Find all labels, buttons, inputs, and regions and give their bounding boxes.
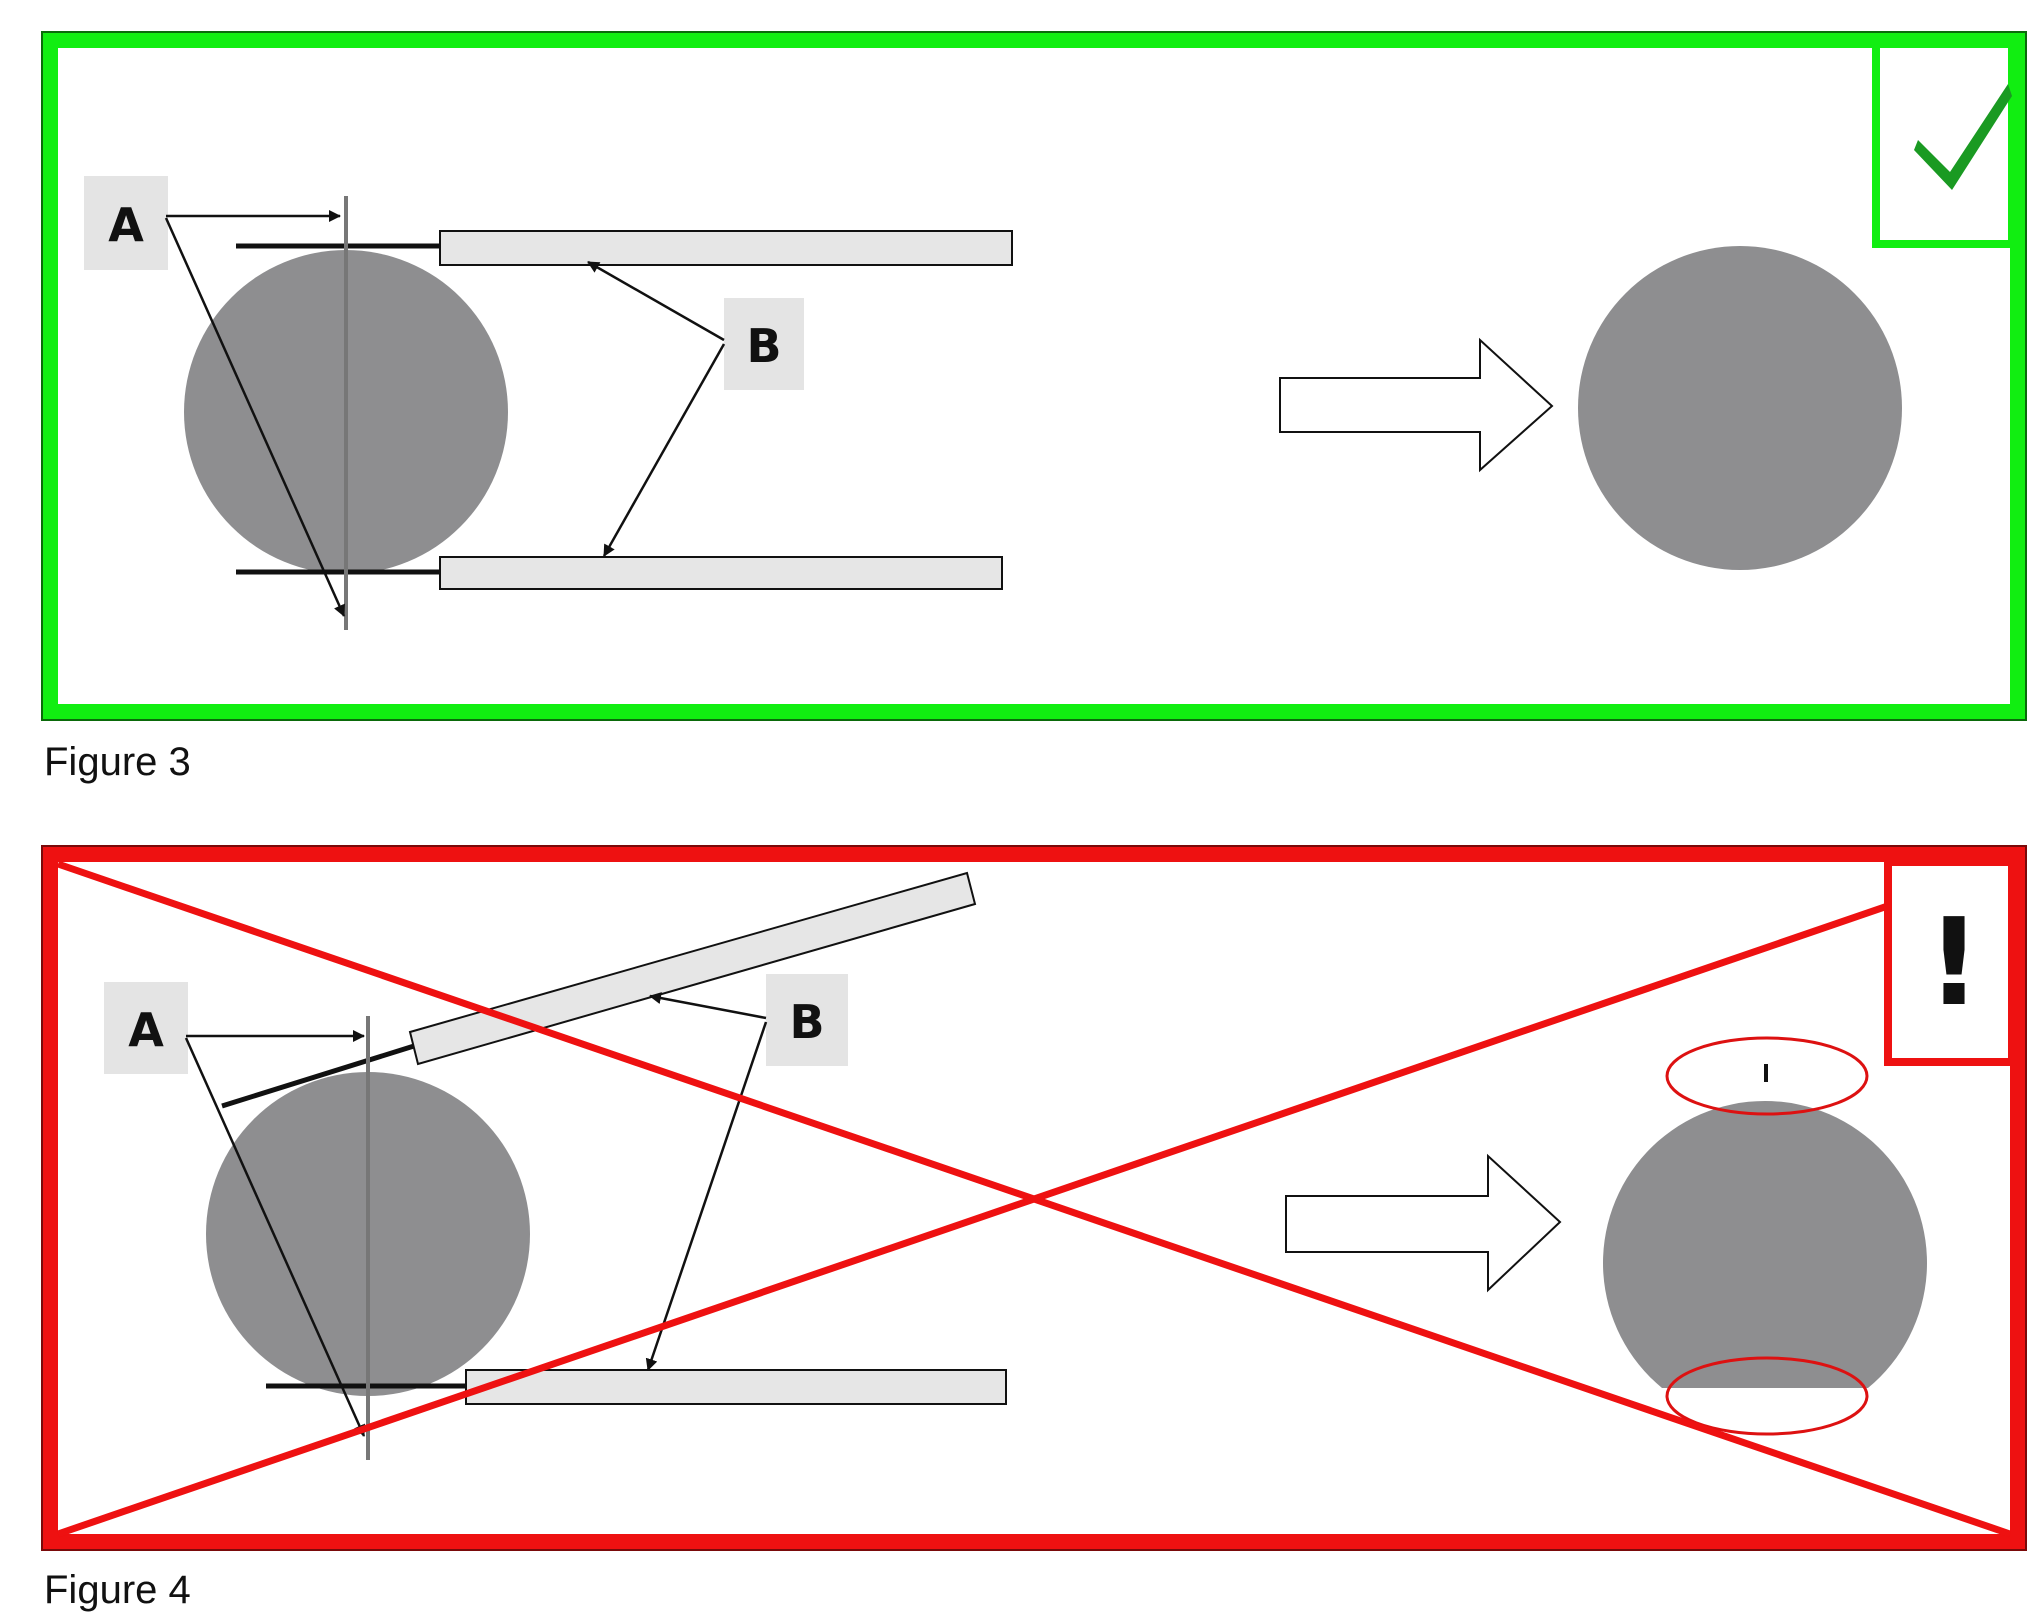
- figure-4-red-frame: [42, 846, 2026, 1550]
- figure-3-panel: A B: [41, 31, 2027, 721]
- exclamation-icon: !: [1927, 894, 1982, 1033]
- figure-4-frame-outline: [41, 845, 2027, 1551]
- figure-4-label-b: B: [789, 995, 824, 1049]
- figure-3-top-bar: [439, 230, 1013, 266]
- figure-3-caption: Figure 3: [44, 740, 191, 784]
- figure-4-defect-top-ellipse: [1665, 1036, 1869, 1116]
- figure-4-label-b-box: [766, 974, 848, 1066]
- figure-3-process-arrow: [1279, 337, 1554, 473]
- figure-4-cross-line-2: [56, 860, 2012, 1538]
- figure-3-arrow-b-bottom: [602, 343, 726, 557]
- figure-4-result-roll: [1603, 1100, 1927, 1388]
- figure-3-label-a-box: [84, 176, 168, 270]
- figure-3-bottom-bar: [439, 556, 1003, 590]
- figure-3-frame-outline: [41, 31, 2027, 721]
- figure-4-arrow-b-bottom: [645, 1021, 768, 1371]
- figure-4-top-bar: [408, 871, 977, 1066]
- figure-3-arrow-b-top: [587, 260, 725, 342]
- figure-4-arrow-a-bottom: [184, 1037, 366, 1437]
- figure-4-label-a-box: [104, 982, 188, 1074]
- figure-4-label-a: A: [128, 1003, 164, 1057]
- figure-3-arrow-a-bottom: [164, 217, 346, 617]
- checkmark-icon: [1914, 84, 2012, 190]
- figure-4-bottom-bar: [465, 1369, 1007, 1405]
- figure-4-defect-bottom-ellipse: [1665, 1356, 1869, 1436]
- figure-3-label-b: B: [746, 319, 781, 373]
- figure-4-arrow-b-top: [649, 992, 767, 1020]
- figure-3-label-b-box: [724, 298, 804, 390]
- figure-4-caption: Figure 4: [44, 1568, 191, 1612]
- figure-3-label-a: A: [108, 198, 144, 252]
- figure-3-status-box: [1872, 40, 2016, 248]
- figure-3-result-roll: [1578, 246, 1902, 570]
- figure-3-green-frame: [42, 32, 2026, 720]
- figure-4-status-box: [1884, 858, 2016, 1066]
- figure-4-top-leader: [221, 1043, 415, 1109]
- figure-4-process-arrow: [1285, 1153, 1562, 1293]
- figure-4-panel: A B !: [41, 845, 2027, 1551]
